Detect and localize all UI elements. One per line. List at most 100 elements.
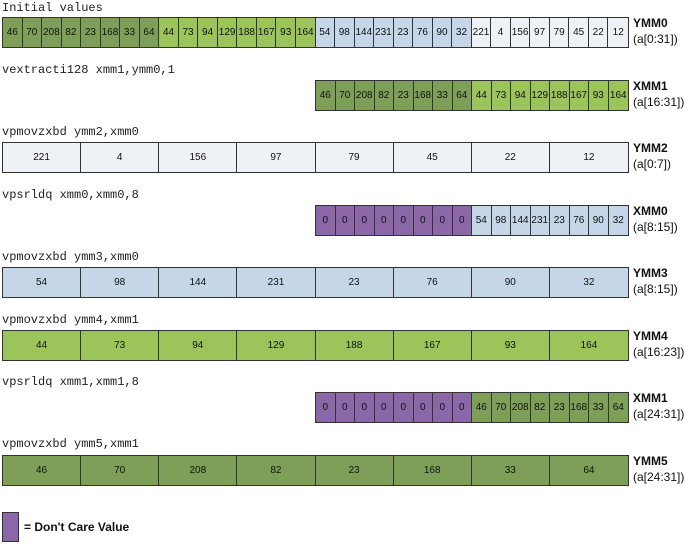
register-cell: 208 xyxy=(42,18,62,47)
register-cell: 23 xyxy=(315,456,394,485)
register-cell: 94 xyxy=(159,331,238,360)
register-cell: 90 xyxy=(471,268,550,297)
register-cell: 93 xyxy=(471,331,550,360)
register-name: XMM0 xyxy=(633,204,668,218)
register-cell: 44 xyxy=(3,331,82,360)
register-cell: 46 xyxy=(472,393,492,422)
register-cell: 82 xyxy=(61,18,82,47)
register-cell: 164 xyxy=(549,331,628,360)
legend-text: = Don't Care Value xyxy=(24,520,130,534)
instruction-caption: vpmovzxbd ymm4,xmm1 xyxy=(2,313,139,327)
register-name: YMM3 xyxy=(633,266,668,280)
register-cell: 0 xyxy=(335,206,355,235)
register-cell: 93 xyxy=(276,18,296,47)
register-cell: 4 xyxy=(81,143,160,172)
register-cell: 82 xyxy=(237,456,316,485)
register-cell: 23 xyxy=(550,393,570,422)
register-cell: 98 xyxy=(491,206,511,235)
register-cell: 97 xyxy=(530,18,550,47)
register-cell: 22 xyxy=(588,18,609,47)
register-cell: 0 xyxy=(433,393,453,422)
register-cell: 164 xyxy=(608,81,628,110)
register-cell: 32 xyxy=(452,18,472,47)
register-range: (a[8:15]) xyxy=(633,220,678,234)
register-cell: 76 xyxy=(413,18,433,47)
register-cell: 70 xyxy=(22,18,43,47)
register-cell: 0 xyxy=(374,206,394,235)
register-cell: 44 xyxy=(472,81,492,110)
register-name: YMM4 xyxy=(633,329,668,343)
register-range: (a[24:31]) xyxy=(633,470,685,484)
register-range: (a[0:31]) xyxy=(633,32,678,46)
register-cell: 167 xyxy=(393,331,472,360)
register-range: (a[8:15]) xyxy=(633,282,678,296)
register-cell: 144 xyxy=(511,206,531,235)
register-cell: 70 xyxy=(335,81,355,110)
register-cell: 23 xyxy=(81,18,101,47)
register-cell: 23 xyxy=(315,268,394,297)
register-cell: 79 xyxy=(549,18,570,47)
register-cell: 64 xyxy=(452,81,472,110)
register-cell: 208 xyxy=(511,393,531,422)
dont-care-swatch xyxy=(2,512,19,542)
register-name: XMM1 xyxy=(633,391,668,405)
register-cell: 156 xyxy=(159,143,238,172)
register-cell: 73 xyxy=(491,81,511,110)
register-cell: 0 xyxy=(374,393,394,422)
register-cell: 167 xyxy=(569,81,589,110)
register-cell: 90 xyxy=(432,18,453,47)
register-range: (a[24:31]) xyxy=(633,407,685,421)
register-cell: 64 xyxy=(139,18,160,47)
register-cell: 73 xyxy=(81,331,160,360)
register-cell: 168 xyxy=(569,393,589,422)
register-cell: 156 xyxy=(510,18,531,47)
register-cell: 188 xyxy=(550,81,570,110)
register-cell: 46 xyxy=(3,456,82,485)
register-cell: 167 xyxy=(256,18,277,47)
register-cell: 33 xyxy=(471,456,550,485)
register-cell: 32 xyxy=(549,268,628,297)
register-cell: 82 xyxy=(374,81,394,110)
register-cell: 0 xyxy=(316,206,336,235)
register-cell: 23 xyxy=(550,206,570,235)
register-name: XMM1 xyxy=(633,79,668,93)
register-cell: 93 xyxy=(589,81,609,110)
register-cell: 76 xyxy=(393,268,472,297)
register-cell: 46 xyxy=(3,18,23,47)
register-cell: 98 xyxy=(335,18,355,47)
register-cell: 54 xyxy=(315,18,336,47)
instruction-caption: vpmovzxbd ymm5,xmm1 xyxy=(2,437,139,451)
register-cell: 168 xyxy=(413,81,433,110)
register-cell: 54 xyxy=(472,206,492,235)
register-cell: 64 xyxy=(549,456,628,485)
register-cell: 0 xyxy=(452,393,472,422)
register-cell: 144 xyxy=(354,18,375,47)
register-cell: 97 xyxy=(237,143,316,172)
register-cell: 32 xyxy=(608,206,628,235)
register-range: (a[16:31]) xyxy=(633,95,685,109)
register-cell: 0 xyxy=(316,393,336,422)
register-cell: 0 xyxy=(433,206,453,235)
register-cell: 70 xyxy=(491,393,511,422)
register-cell: 23 xyxy=(393,18,414,47)
register-cell: 144 xyxy=(159,268,238,297)
register-cell: 0 xyxy=(413,206,433,235)
register-cell: 76 xyxy=(569,206,589,235)
register-name: YMM5 xyxy=(633,454,668,468)
register-cell: 168 xyxy=(393,456,472,485)
register-cell: 129 xyxy=(530,81,550,110)
register-cell: 12 xyxy=(549,143,628,172)
register-cell: 54 xyxy=(3,268,82,297)
register-cell: 45 xyxy=(393,143,472,172)
instruction-caption: vpsrldq xmm1,xmm1,8 xyxy=(2,375,139,389)
register-cell: 70 xyxy=(81,456,160,485)
register-cell: 221 xyxy=(471,18,492,47)
instruction-caption: vpmovzxbd ymm3,xmm0 xyxy=(2,250,139,264)
register-cell: 0 xyxy=(452,206,472,235)
register-cell: 44 xyxy=(159,18,179,47)
